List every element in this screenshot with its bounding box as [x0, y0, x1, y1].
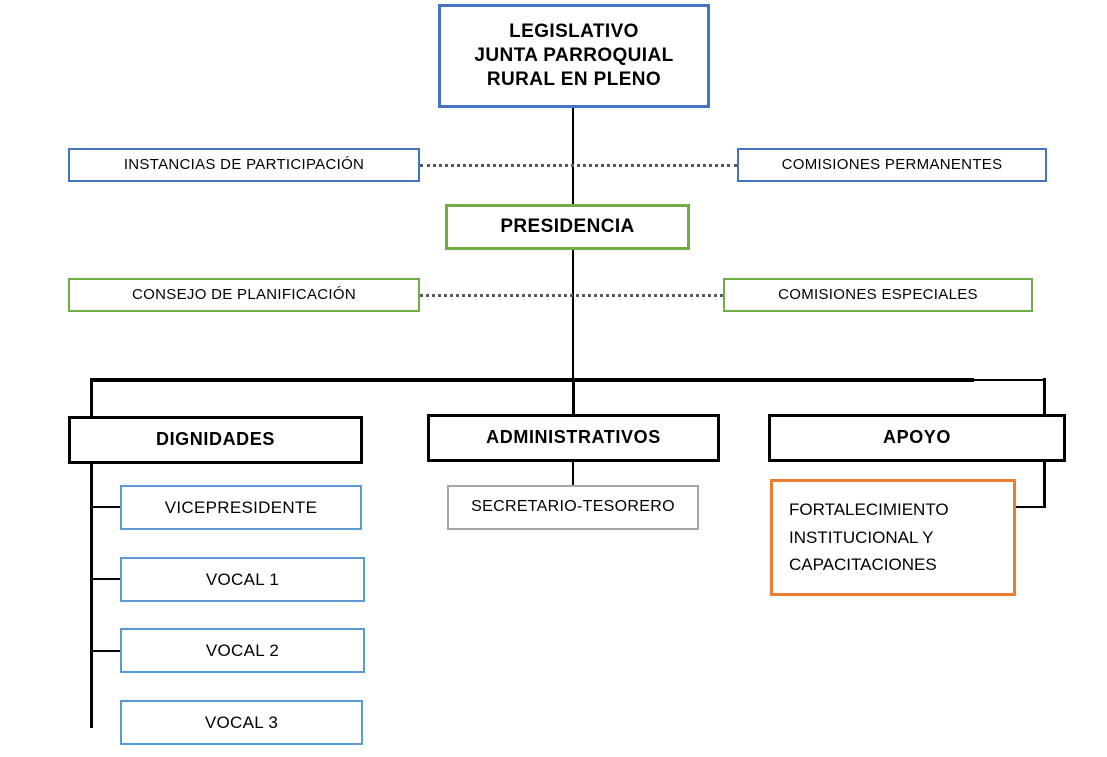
vocal-2-label: VOCAL 2 — [205, 640, 280, 660]
node-consejo-de-planificacion[interactable]: CONSEJO DE PLANIFICACIÓN — [68, 278, 420, 312]
fortalecimiento-line-2: INSTITUCIONAL Y — [789, 527, 934, 547]
legislativo-line-2: JUNTA PARROQUIAL — [474, 44, 674, 66]
node-vocal-3[interactable]: VOCAL 3 — [120, 700, 363, 745]
node-legislativo[interactable]: LEGISLATIVO JUNTA PARROQUIAL RURAL EN PL… — [438, 4, 710, 108]
instancias-label: INSTANCIAS DE PARTICIPACIÓN — [123, 156, 365, 174]
connector-dotted-row-participacion — [420, 164, 737, 167]
connector-apoyo-rail — [1043, 460, 1046, 508]
vocal-1-label: VOCAL 1 — [205, 569, 280, 589]
node-dignidades[interactable]: DIGNIDADES — [68, 416, 363, 464]
node-vicepresidente[interactable]: VICEPRESIDENTE — [120, 485, 362, 530]
connector-horizontal-bus — [90, 378, 974, 382]
vocal-3-label: VOCAL 3 — [204, 712, 279, 732]
connector-administrativos-secretario — [572, 460, 574, 487]
node-instancias-de-participacion[interactable]: INSTANCIAS DE PARTICIPACIÓN — [68, 148, 420, 182]
node-apoyo[interactable]: APOYO — [768, 414, 1066, 462]
connector-stub-vocal1 — [90, 578, 122, 580]
node-administrativos[interactable]: ADMINISTRATIVOS — [427, 414, 720, 462]
node-comisiones-especiales[interactable]: COMISIONES ESPECIALES — [723, 278, 1033, 312]
vicepresidente-label: VICEPRESIDENTE — [164, 497, 318, 517]
comisiones-especiales-label: COMISIONES ESPECIALES — [778, 286, 978, 304]
connector-drop-apoyo — [1043, 378, 1046, 416]
connector-legislativo-presidencia — [572, 108, 574, 204]
node-vocal-1[interactable]: VOCAL 1 — [120, 557, 365, 602]
connector-trunk-dignidades — [90, 460, 93, 728]
dignidades-label: DIGNIDADES — [155, 429, 275, 450]
connector-stub-vicepresidente — [90, 506, 122, 508]
fortalecimiento-line-3: CAPACITACIONES — [789, 555, 937, 575]
consejo-planificacion-label: CONSEJO DE PLANIFICACIÓN — [132, 286, 356, 304]
presidencia-label: PRESIDENCIA — [500, 215, 635, 237]
node-comisiones-permanentes[interactable]: COMISIONES PERMANENTES — [737, 148, 1047, 182]
node-fortalecimiento-institucional[interactable]: FORTALECIMIENTO INSTITUCIONAL Y CAPACITA… — [770, 479, 1016, 596]
node-presidencia[interactable]: PRESIDENCIA — [445, 204, 690, 250]
connector-drop-dignidades — [90, 378, 93, 420]
fortalecimiento-line-1: FORTALECIMIENTO — [789, 500, 949, 520]
connector-stub-vocal2 — [90, 650, 122, 652]
apoyo-label: APOYO — [882, 427, 951, 448]
connector-horizontal-bus-right — [972, 379, 1045, 381]
connector-drop-administrativos — [572, 378, 575, 418]
secretario-tesorero-label: SECRETARIO-TESORERO — [471, 498, 675, 516]
comisiones-permanentes-label: COMISIONES PERMANENTES — [781, 156, 1003, 174]
connector-dotted-row-planificacion — [420, 294, 723, 297]
connector-presidencia-bus — [572, 250, 574, 382]
administrativos-label: ADMINISTRATIVOS — [486, 427, 661, 448]
legislativo-line-3: RURAL EN PLENO — [486, 69, 662, 91]
node-vocal-2[interactable]: VOCAL 2 — [120, 628, 365, 673]
connector-apoyo-fortalecimiento — [1013, 506, 1046, 508]
node-secretario-tesorero[interactable]: SECRETARIO-TESORERO — [447, 485, 699, 530]
legislativo-line-1: LEGISLATIVO — [509, 20, 639, 42]
